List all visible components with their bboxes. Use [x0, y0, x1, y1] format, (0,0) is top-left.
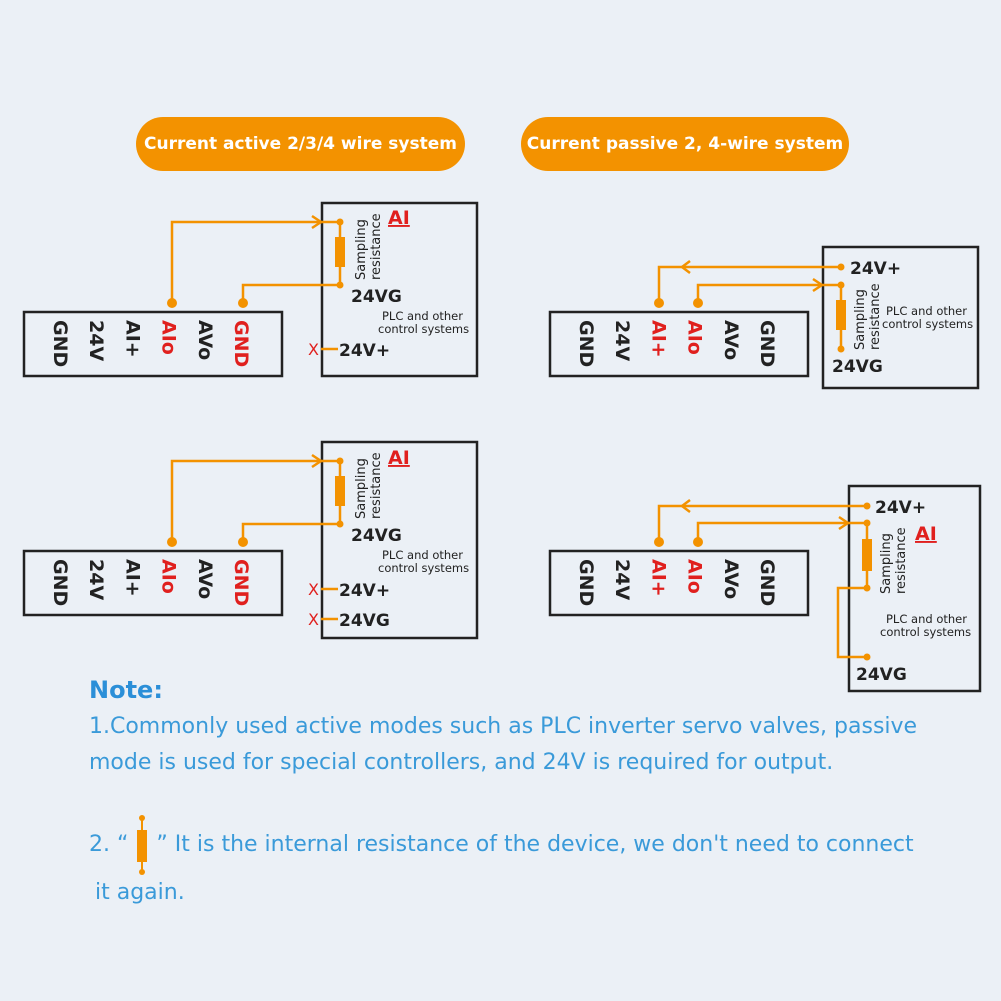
resistance-label: resistance	[894, 527, 909, 594]
plc-label-1: PLC and other	[886, 612, 967, 626]
x-mark-icon: X	[308, 580, 319, 599]
terminal-label-aiplus: AI+	[121, 320, 143, 358]
terminal-label-24v: 24V	[611, 559, 633, 600]
terminal-label-gnd: GND	[49, 559, 71, 606]
terminal-label-24v: 24V	[85, 320, 107, 361]
wiring-diagrams: .box { fill:none; stroke:#222; stroke-wi…	[22, 201, 982, 693]
terminal-label-aio: AIo	[684, 559, 706, 594]
terminal-label-gnd: GND	[575, 320, 597, 367]
terminal-dot	[167, 298, 177, 308]
resistance-label: resistance	[868, 283, 883, 350]
wire-gnd-to-24vg	[241, 283, 340, 303]
arrow-right-icon	[311, 214, 324, 230]
transmitter-terminal-block	[548, 310, 810, 378]
plc-label-2: control systems	[880, 625, 971, 639]
arrow-right-icon	[812, 277, 825, 293]
24vplus-label: 24V+	[339, 581, 390, 601]
sampling-resistor-icon	[335, 476, 345, 506]
diagram-active-1: Sampling resistance AI 24VG PLC and othe…	[22, 201, 479, 378]
wire-aio-to-ai	[170, 220, 340, 303]
terminal-label-aio: AIo	[684, 320, 706, 355]
terminal-dot	[238, 298, 248, 308]
transmitter-terminal-block	[22, 549, 284, 617]
plc-label-2: control systems	[378, 322, 469, 336]
diagram-passive-2: 24V+ Sampling resistance AI PLC and othe…	[548, 484, 982, 693]
plc-box	[821, 245, 980, 390]
x-mark-icon: X	[308, 610, 319, 629]
ai-label: AI	[388, 447, 410, 469]
24vg-label: 24VG	[351, 526, 402, 546]
terminal-label-avo: AVo	[720, 320, 742, 360]
sampling-label: Sampling	[354, 458, 369, 519]
transmitter-terminal-block	[548, 549, 810, 617]
transmitter-terminal-block	[22, 310, 284, 378]
sampling-resistor-icon	[836, 300, 846, 330]
plc-label-2: control systems	[378, 561, 469, 575]
plc-box	[320, 440, 479, 640]
ai-label: AI	[915, 523, 937, 545]
arrow-left-icon	[679, 260, 691, 274]
terminal-label-avo: AVo	[720, 559, 742, 599]
sampling-label: Sampling	[879, 533, 894, 594]
plc-label-2: control systems	[882, 317, 973, 331]
note-item-2-text: ” It is the internal resistance of the d…	[156, 832, 914, 857]
header-active-wire-system: Current active 2/3/4 wire system	[136, 117, 465, 171]
plc-label-1: PLC and other	[382, 548, 463, 562]
terminal-label-gnd: GND	[49, 320, 71, 367]
24vplus-label: 24V+	[850, 259, 901, 279]
24vg-label: 24VG	[339, 611, 390, 631]
plc-label-1: PLC and other	[382, 309, 463, 323]
24vplus-label: 24V+	[339, 341, 390, 361]
terminal-label-avo: AVo	[194, 559, 216, 599]
24vg-label: 24VG	[832, 357, 883, 377]
terminal-label-aiplus: AI+	[647, 320, 669, 358]
terminal-label-gnd: GND	[230, 559, 252, 606]
sampling-resistor-icon	[862, 539, 872, 571]
note-item-2-end: it again.	[95, 880, 185, 905]
sampling-label: Sampling	[853, 289, 868, 350]
diagram-active-2: Sampling resistance AI 24VG PLC and othe…	[22, 440, 479, 640]
note-title: Note:	[89, 676, 163, 704]
arrow-right-icon	[311, 453, 324, 469]
terminal-label-aiplus: AI+	[647, 559, 669, 597]
terminal-label-gnd: GND	[756, 320, 778, 367]
terminal-label-avo: AVo	[194, 320, 216, 360]
note-item-2: 2. “ ” It is the internal resistance of t…	[89, 815, 979, 911]
resistance-label: resistance	[369, 213, 384, 280]
24vg-label: 24VG	[856, 665, 907, 685]
terminal-label-gnd: GND	[230, 320, 252, 367]
24vplus-label: 24V+	[875, 498, 926, 518]
arrow-left-icon	[679, 499, 691, 513]
ai-label: AI	[388, 207, 410, 229]
diagram-passive-1: 24V+ Sampling resistance PLC and other c…	[548, 245, 980, 390]
plc-box	[320, 201, 479, 378]
note-item-2-prefix: 2. “	[89, 832, 129, 857]
x-mark-icon: X	[308, 340, 319, 359]
plc-label-1: PLC and other	[886, 304, 967, 318]
sampling-resistor-icon	[335, 237, 345, 267]
terminal-label-aio: AIo	[158, 559, 180, 594]
note-item-1: 1.Commonly used active modes such as PLC…	[89, 714, 918, 775]
sampling-label: Sampling	[354, 219, 369, 280]
terminal-label-aiplus: AI+	[121, 559, 143, 597]
resistor-icon	[132, 815, 152, 875]
terminal-label-aio: AIo	[158, 320, 180, 355]
resistance-label: resistance	[369, 452, 384, 519]
terminal-label-gnd: GND	[756, 559, 778, 606]
header-passive-wire-system: Current passive 2, 4-wire system	[521, 117, 849, 171]
terminal-label-24v: 24V	[611, 320, 633, 361]
terminal-label-gnd: GND	[575, 559, 597, 606]
arrow-right-icon	[838, 515, 851, 531]
24vg-label: 24VG	[351, 287, 402, 307]
terminal-label-24v: 24V	[85, 559, 107, 600]
